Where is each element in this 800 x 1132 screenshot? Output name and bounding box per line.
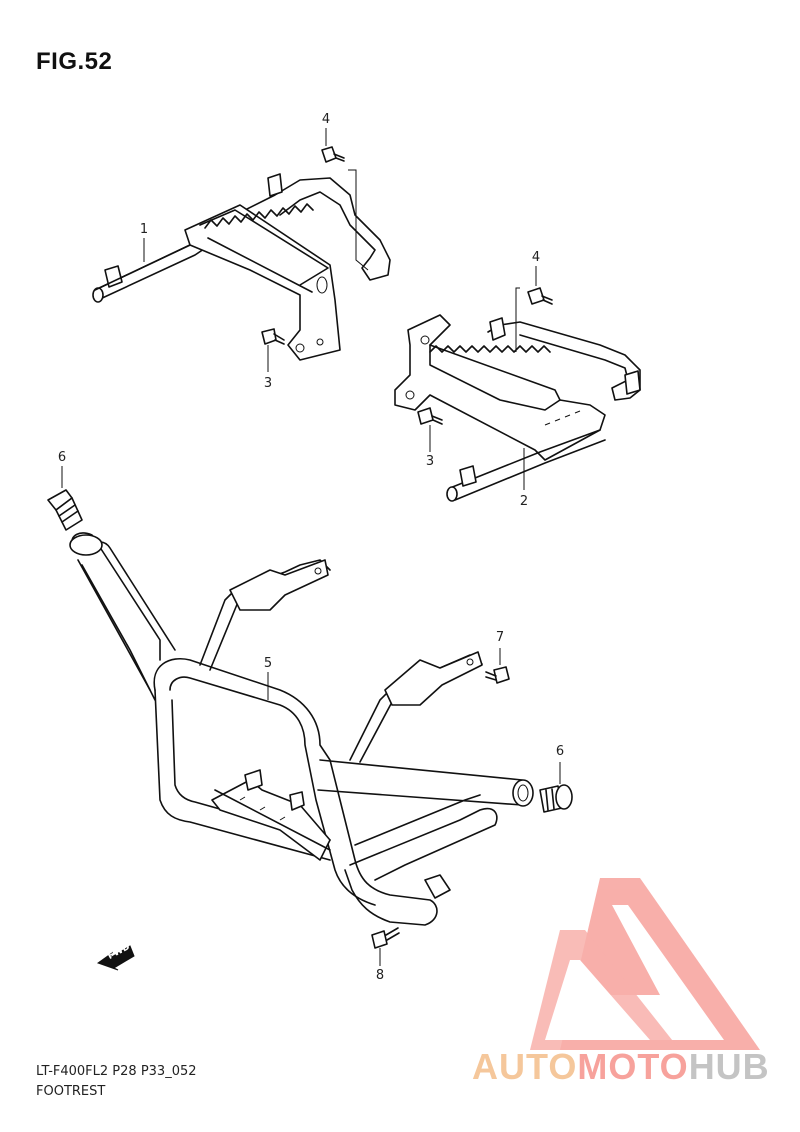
footrest-left-part-2	[394, 314, 641, 502]
callout-4-lower: 4	[531, 250, 541, 265]
callout-3-lower: 3	[425, 454, 435, 469]
bumper-frame-part-5	[69, 532, 534, 926]
callout-4-upper: 4	[321, 112, 331, 127]
footrest-right-part-1	[92, 173, 391, 361]
callout-1: 1	[139, 222, 149, 237]
callout-6-left: 6	[57, 450, 67, 465]
bolt-7-icon	[485, 666, 510, 684]
watermark-moto: MOTO	[577, 1046, 689, 1087]
bolt-3-upper-icon	[261, 328, 285, 345]
callout-5: 5	[263, 656, 273, 671]
callout-6-right: 6	[555, 744, 565, 759]
bolt-3-lower-icon	[417, 407, 443, 425]
callout-3-upper: 3	[263, 376, 273, 391]
fwd-arrow-icon	[96, 945, 135, 971]
watermark-auto: AUTO	[472, 1046, 578, 1087]
figure-title: FIG.52	[36, 48, 113, 75]
callout-7: 7	[495, 630, 505, 645]
footrest-1-teeth-icon	[204, 203, 314, 293]
callout-2: 2	[519, 494, 529, 509]
caption-code: LT-F400FL2 P28 P33_052	[36, 1064, 197, 1079]
watermark-brand: AUTOMOTOHUB	[472, 1046, 770, 1088]
watermark-logo-icon	[530, 878, 760, 1050]
caption-name: FOOTREST	[36, 1084, 106, 1099]
cap-6-left-icon	[47, 489, 83, 531]
bolt-4-lower-icon	[527, 287, 553, 305]
bolt-4-upper-icon	[321, 146, 345, 163]
callout-8: 8	[375, 968, 385, 983]
cap-6-right-icon	[539, 784, 573, 813]
watermark-hub: HUB	[688, 1046, 770, 1087]
bolt-8-icon	[371, 927, 400, 949]
footrest-2-teeth-icon	[429, 345, 551, 353]
